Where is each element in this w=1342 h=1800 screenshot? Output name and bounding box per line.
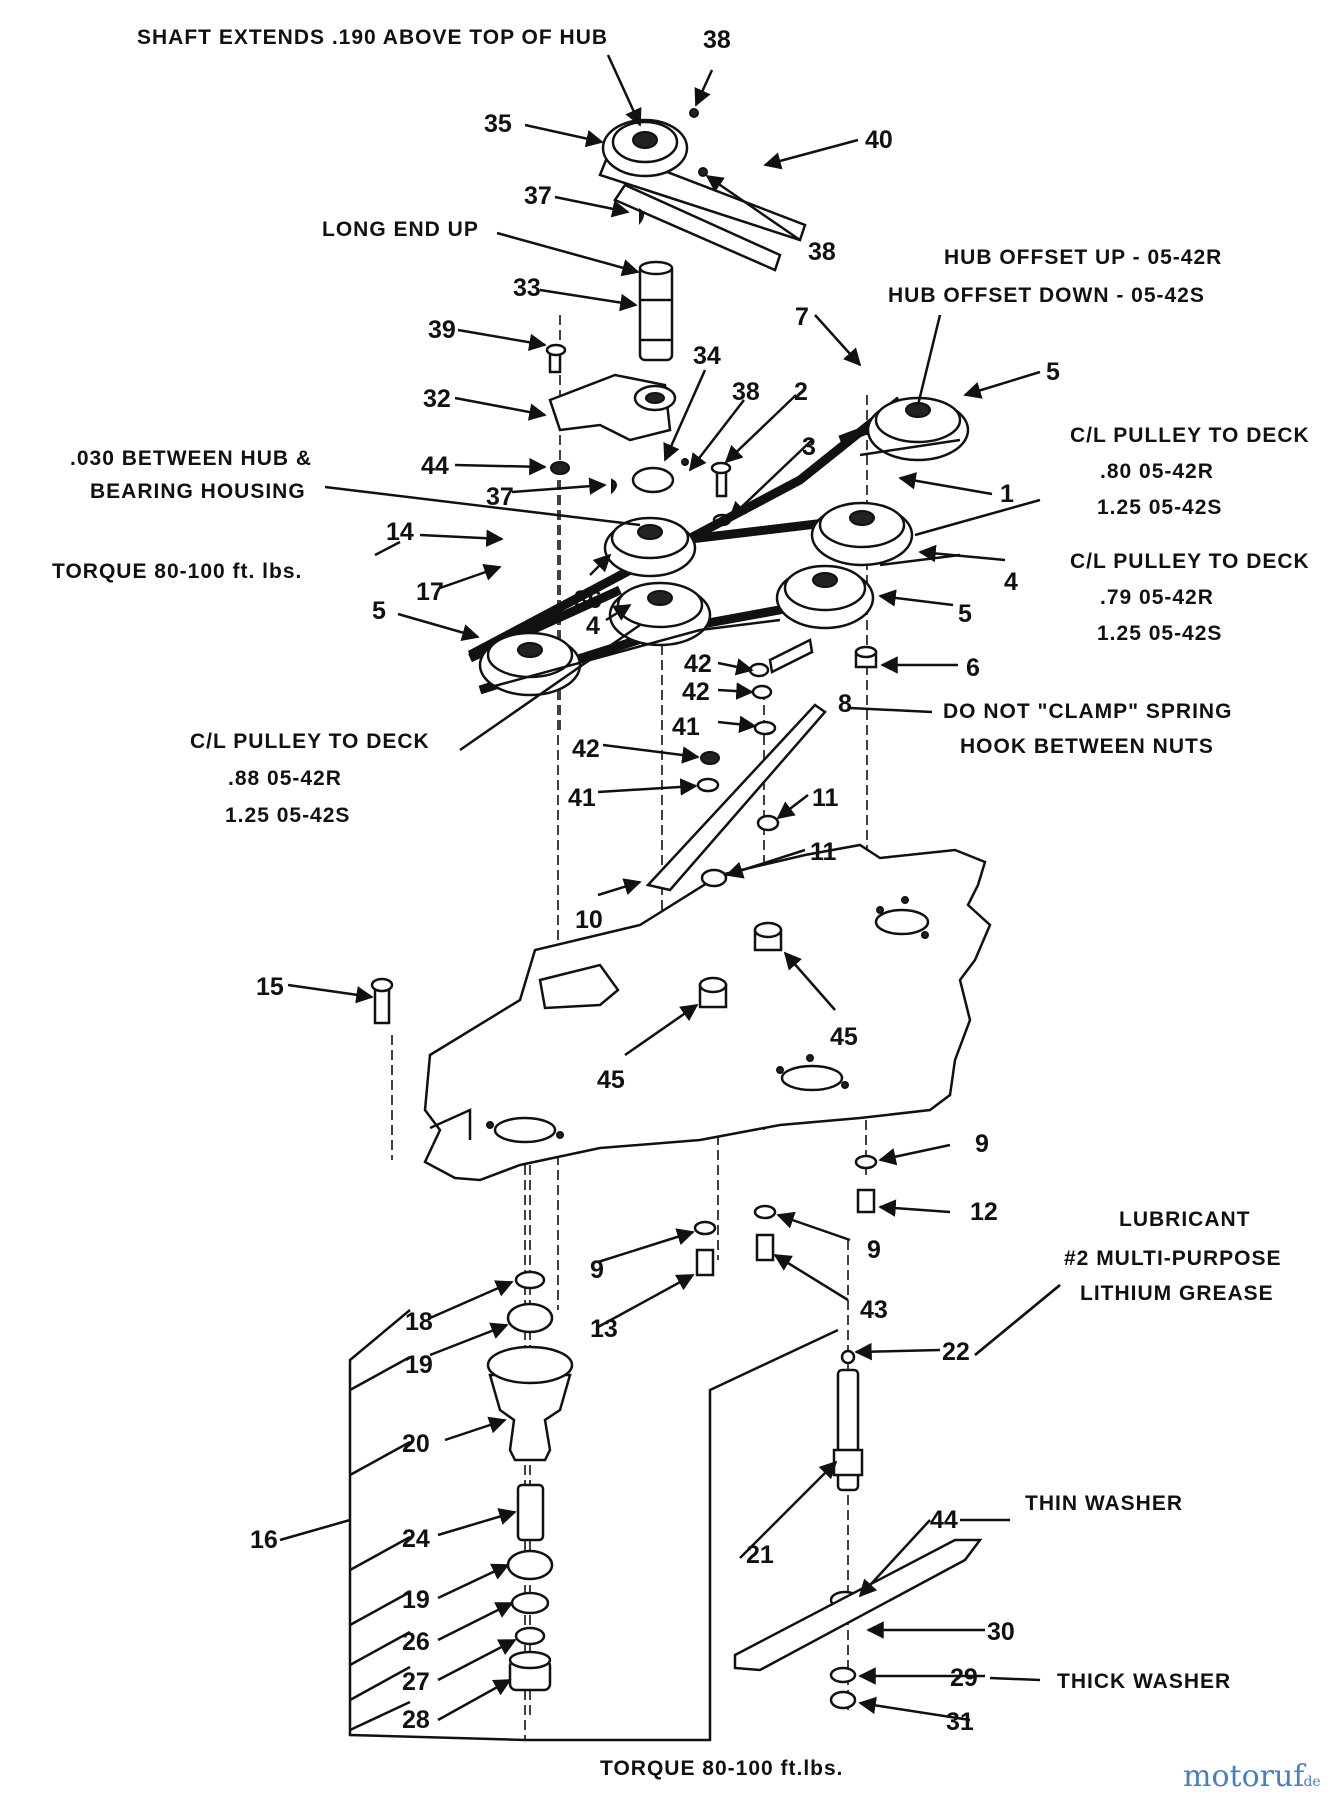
note-cl-pulley-right-1-line2: 1.25 05-42S [1097,496,1222,519]
pulleys [467,396,970,697]
callout-9: 9 [867,1236,881,1264]
callout-32: 32 [423,385,451,413]
note-long-end-up: LONG END UP [322,218,479,241]
callout-5: 5 [958,600,972,628]
note-cl-pulley-left-line1: .88 05-42R [228,767,342,790]
callout-30: 30 [987,1618,1015,1646]
callout-45: 45 [830,1023,858,1051]
callout-3: 3 [802,433,816,461]
shaft-33 [638,260,674,362]
callout-9: 9 [590,1256,604,1284]
notes: SHAFT EXTENDS .190 ABOVE TOP OF HUB LONG… [52,26,1310,1780]
callout-21: 21 [746,1541,774,1569]
callout-4: 4 [586,612,600,640]
callout-38: 38 [732,378,760,406]
idler-arm-assembly [370,638,878,1025]
blade-shaft-and-blade [733,1349,983,1710]
note-thick-washer: THICK WASHER [1057,1670,1231,1693]
callout-40: 40 [865,126,893,154]
callout-9: 9 [975,1130,989,1158]
callout-37: 37 [486,483,514,511]
note-torque-upper: TORQUE 80-100 ft. lbs. [52,560,302,583]
callout-10: 10 [575,906,603,934]
callout-1: 1 [1000,480,1014,508]
note-torque-lower: TORQUE 80-100 ft.lbs. [600,1757,844,1780]
callout-35: 35 [484,110,512,138]
note-lubricant-1: LUBRICANT [1119,1208,1250,1231]
note-cl-pulley-right-1-title: C/L PULLEY TO DECK [1070,424,1310,447]
callout-4: 4 [1004,568,1018,596]
note-do-not-clamp-1: DO NOT "CLAMP" SPRING [943,700,1232,723]
callout-34: 34 [693,342,721,370]
callout-5: 5 [372,597,386,625]
callout-15: 15 [256,973,284,1001]
note-between-hub-1: .030 BETWEEN HUB & [70,447,312,470]
note-hub-offset-down: HUB OFFSET DOWN - 05-42S [888,284,1205,307]
note-cl-pulley-left-line2: 1.25 05-42S [225,804,350,827]
callout-5: 5 [1046,358,1060,386]
note-lubricant-2: #2 MULTI-PURPOSE [1064,1247,1281,1270]
note-between-hub-2: BEARING HOUSING [90,480,306,503]
callout-33: 33 [513,274,541,302]
callout-13: 13 [590,1315,618,1343]
leader-arrows [279,54,1061,1722]
bearing-housing-32 [545,343,732,527]
callout-24: 24 [402,1525,430,1553]
note-cl-pulley-right-2-title: C/L PULLEY TO DECK [1070,550,1310,573]
callout-45: 45 [597,1066,625,1094]
callout-19: 19 [405,1351,433,1379]
callout-37: 37 [524,182,552,210]
watermark-logo: motoruf .de [1183,1759,1321,1794]
note-lubricant-3: LITHIUM GREASE [1080,1282,1274,1305]
callout-18: 18 [405,1308,433,1336]
callout-8: 8 [838,690,852,718]
callout-27: 27 [402,1668,430,1696]
callout-22: 22 [942,1338,970,1366]
spindle-assembly-16 [486,1270,574,1692]
top-belt-assembly [598,108,807,272]
callout-2: 2 [794,378,808,406]
callout-38: 38 [808,238,836,266]
callout-38: 38 [703,26,731,54]
note-shaft-extends: SHAFT EXTENDS .190 ABOVE TOP OF HUB [137,26,608,49]
note-cl-pulley-right-2-line1: .79 05-42R [1100,586,1214,609]
callout-29: 29 [950,1664,978,1692]
callout-39: 39 [428,316,456,344]
callout-31: 31 [946,1708,974,1736]
callout-41: 41 [568,784,596,812]
note-do-not-clamp-2: HOOK BETWEEN NUTS [960,735,1214,758]
note-cl-pulley-left-title: C/L PULLEY TO DECK [190,730,430,753]
callout-11: 11 [810,838,837,866]
callout-12: 12 [970,1198,998,1226]
note-thin-washer: THIN WASHER [1025,1492,1183,1515]
callouts: 38 35 40 37 38 33 39 34 32 38 2 3 44 37 … [250,26,1060,1736]
watermark-suffix: .de [1299,1774,1321,1790]
callout-41: 41 [672,713,700,741]
callout-11: 11 [812,784,839,812]
callout-6: 6 [966,654,980,682]
callout-20: 20 [402,1430,430,1458]
callout-17: 17 [416,578,444,606]
callout-36: 36 [574,586,602,614]
note-cl-pulley-right-1-line1: .80 05-42R [1100,460,1214,483]
watermark-name: motoruf [1183,1759,1306,1794]
callout-26: 26 [402,1628,430,1656]
callout-44: 44 [421,452,449,480]
callout-19: 19 [402,1586,430,1614]
callout-7: 7 [795,303,809,331]
callout-42: 42 [684,650,712,678]
callout-16: 16 [250,1526,278,1554]
mower-deck-plate [423,843,992,1182]
callout-44: 44 [930,1506,958,1534]
note-cl-pulley-right-2-line2: 1.25 05-42S [1097,622,1222,645]
callout-14: 14 [386,518,414,546]
callout-42: 42 [682,678,710,706]
under-deck-hardware [693,1154,878,1277]
callout-43: 43 [860,1296,888,1324]
callout-42: 42 [572,735,600,763]
callout-28: 28 [402,1706,430,1734]
group-16-lines [348,1309,839,1742]
note-hub-offset-up: HUB OFFSET UP - 05-42R [944,246,1222,269]
